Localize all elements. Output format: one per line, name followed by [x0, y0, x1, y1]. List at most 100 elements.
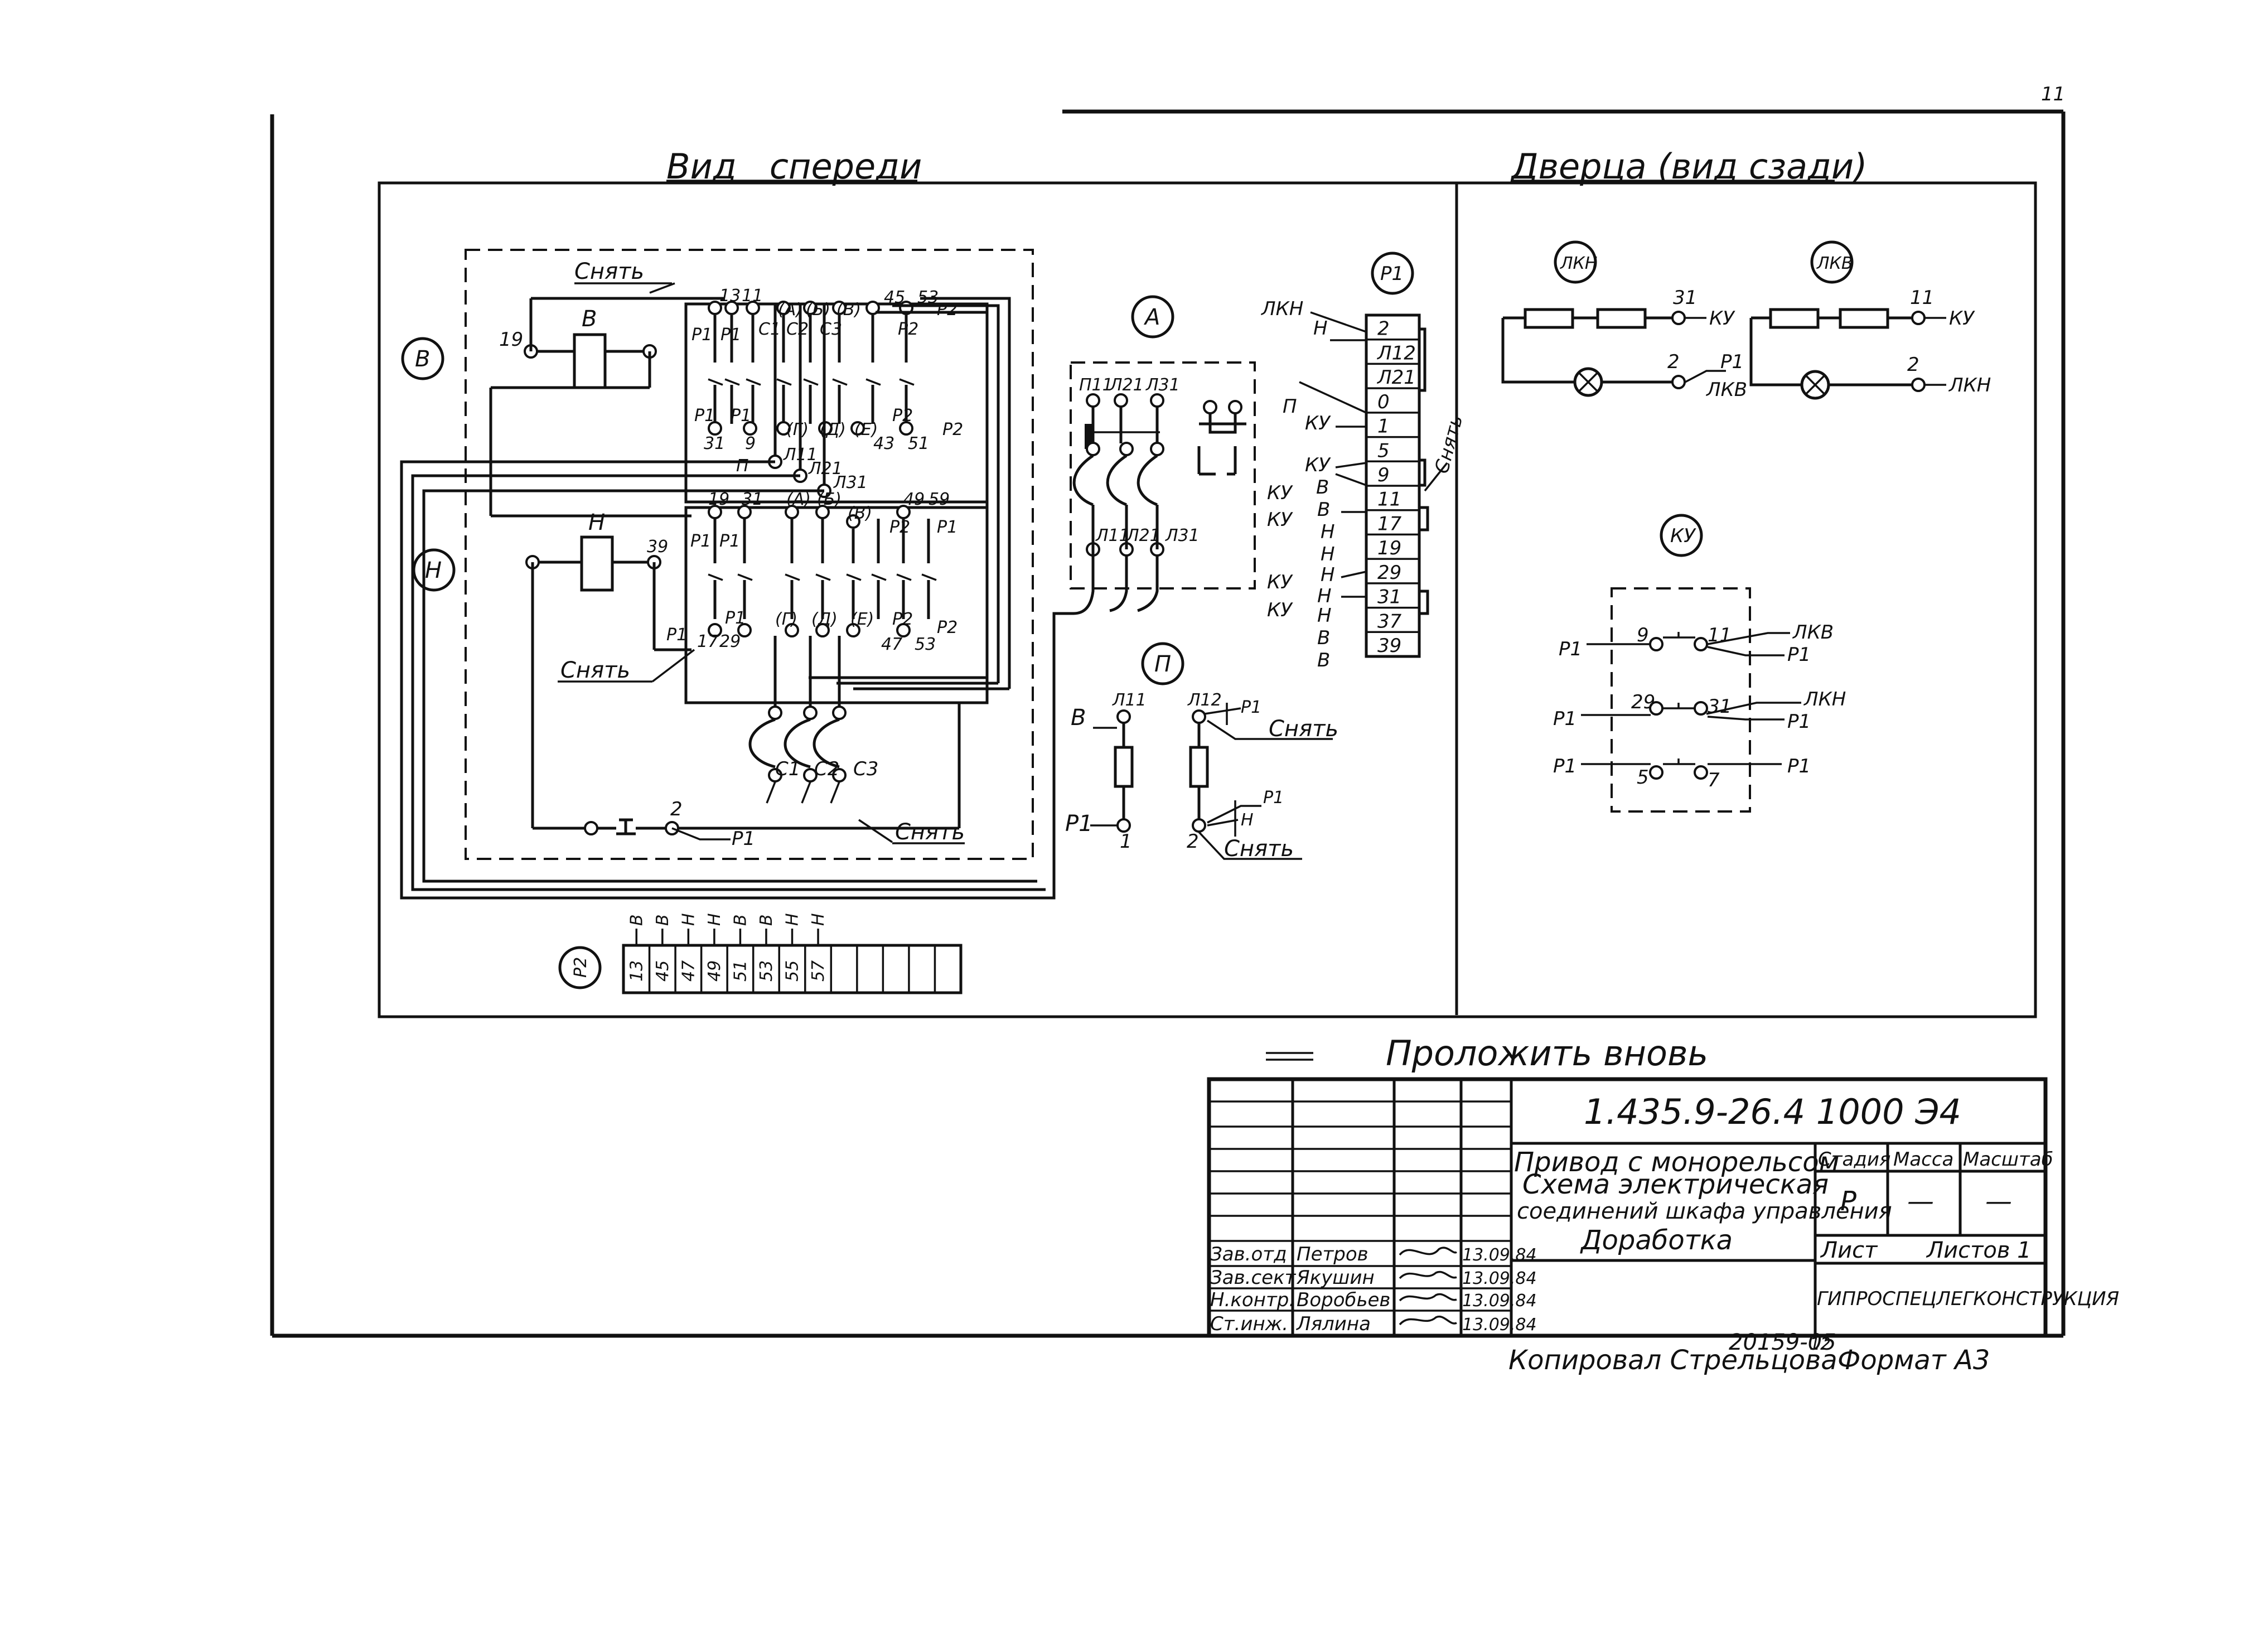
circle-n: Н: [412, 548, 456, 592]
svg-text:13: 13: [719, 286, 741, 306]
p1-row-label: Л12: [1376, 342, 1416, 364]
svg-text:П11: П11: [1079, 375, 1113, 395]
svg-text:ЛКВ: ЛКВ: [1792, 621, 1834, 644]
svg-text:Р1: Р1: [1263, 788, 1284, 808]
svg-text:Л11: Л11: [1095, 526, 1130, 545]
svg-text:П: П: [736, 456, 749, 476]
svg-text:Снять: Снять: [1224, 836, 1294, 862]
svg-text:7: 7: [1708, 769, 1720, 791]
svg-text:Р1: Р1: [1553, 755, 1577, 777]
svg-text:П: П: [1154, 651, 1171, 677]
p1-row-label: 2: [1377, 318, 1390, 340]
svg-text:С1: С1: [758, 320, 781, 339]
p1-row-label: 17: [1377, 513, 1402, 535]
svg-text:Воробьев: Воробьев: [1297, 1289, 1390, 1311]
ku-row-1: Р1 9 11 ЛКВ Р1: [1559, 621, 1834, 666]
p2-cell-label: 13: [627, 960, 646, 982]
svg-text:31: 31: [704, 434, 725, 453]
remove-label-top: Снять: [574, 259, 644, 284]
svg-text:11: 11: [742, 286, 763, 306]
drawing-frame: [378, 181, 2037, 1018]
svg-text:(А): (А): [778, 300, 802, 320]
svg-text:Р1: Р1: [937, 518, 958, 537]
svg-text:31: 31: [742, 490, 763, 509]
svg-text:Р1: Р1: [719, 532, 740, 551]
svg-text:Р2: Р2: [571, 957, 591, 978]
coil-b: В 19: [489, 297, 725, 518]
svg-text:19: 19: [708, 490, 729, 509]
svg-text:Стадия: Стадия: [1818, 1148, 1890, 1171]
svg-text:КУ: КУ: [1305, 454, 1331, 476]
svg-text:Р2: Р2: [942, 420, 963, 439]
svg-text:(Е): (Е): [850, 610, 874, 629]
p2-cell-label: 45: [653, 960, 673, 982]
svg-text:Схема электрическая: Схема электрическая: [1522, 1169, 1829, 1200]
svg-text:Зав.сект: Зав.сект: [1210, 1267, 1297, 1289]
svg-text:Л21: Л21: [1109, 375, 1144, 395]
lower-terminals: 19 31 (А) (Б) (В) 49 59 Р1 Р1 Р2 Р1 Р1 Р…: [666, 490, 958, 654]
svg-text:2: 2: [1187, 830, 1199, 853]
p2-cell-tag: В: [757, 914, 776, 926]
svg-text:В: В: [1316, 476, 1329, 499]
svg-text:Н: Н: [1321, 521, 1335, 543]
svg-text:Доработка: Доработка: [1580, 1225, 1733, 1256]
p2-cell-tag: В: [731, 914, 750, 926]
svg-text:29: 29: [719, 632, 741, 651]
svg-text:С2: С2: [814, 758, 839, 780]
svg-text:Н: Н: [1317, 605, 1332, 627]
svg-text:12: 12: [1810, 1335, 1831, 1354]
svg-text:Р1: Р1: [1380, 263, 1404, 285]
p2-cell-tag: В: [627, 914, 646, 926]
svg-text:13.09.84: 13.09.84: [1462, 1291, 1537, 1311]
p2-cell-label: 49: [705, 960, 724, 982]
svg-text:Н: Н: [588, 510, 605, 535]
svg-text:ЛКН: ЛКН: [1260, 298, 1303, 320]
block-a: А П11 Л21 Л31 Л11 Л21 Л31: [1062, 295, 1256, 615]
svg-text:ЛКН: ЛКН: [1560, 254, 1597, 273]
svg-text:1: 1: [1120, 830, 1132, 853]
title-block: 1.435.9-26.4 1000 Э4 Привод с монорельсо…: [1207, 1077, 2119, 1338]
svg-text:11: 11: [1910, 287, 1934, 309]
svg-text:Р1: Р1: [1787, 755, 1811, 777]
doc-code: 1.435.9-26.4 1000 Э4: [1584, 1091, 1961, 1132]
motor-outputs: С1 С2 С3: [748, 636, 878, 804]
p1-row-label: 11: [1377, 489, 1401, 511]
footer: Копировал Стрельцова 20159-05 12 Формат …: [1508, 1330, 1990, 1376]
svg-text:Н.контр.: Н.контр.: [1210, 1289, 1295, 1311]
svg-text:КУ: КУ: [1267, 599, 1293, 621]
svg-text:2: 2: [670, 798, 683, 820]
svg-text:Л12: Л12: [1187, 690, 1222, 710]
svg-text:Зав.отд: Зав.отд: [1210, 1243, 1287, 1265]
svg-text:Л31: Л31: [1165, 526, 1200, 545]
p1-row-label: 19: [1377, 537, 1401, 559]
svg-text:Л31: Л31: [1145, 375, 1180, 395]
svg-text:Лялина: Лялина: [1295, 1313, 1371, 1335]
ku-row-3: Р1 5 7 Р1: [1553, 755, 1811, 791]
svg-text:45: 45: [884, 288, 905, 307]
svg-text:2: 2: [1907, 354, 1919, 376]
svg-text:—: —: [1985, 1186, 2012, 1217]
svg-text:Н: Н: [425, 558, 442, 583]
svg-text:Р1: Р1: [731, 406, 751, 426]
p1-row-label: 1: [1377, 416, 1390, 438]
block-p: П В Л11 1 Р1 Л12 2 Р1 Снять Р1 Н Снять: [1065, 642, 1338, 862]
svg-text:ЛКВ: ЛКВ: [1816, 254, 1853, 273]
svg-text:Ст.инж.: Ст.инж.: [1210, 1313, 1288, 1335]
svg-text:Р1: Р1: [1787, 711, 1811, 733]
svg-text:17: 17: [697, 632, 718, 651]
svg-text:13.09.84: 13.09.84: [1462, 1245, 1537, 1265]
svg-text:(Б): (Б): [817, 490, 842, 509]
svg-text:Р2: Р2: [898, 320, 918, 339]
svg-text:39: 39: [647, 537, 668, 557]
svg-text:Р1: Р1: [725, 608, 746, 628]
svg-text:Р1: Р1: [694, 406, 715, 426]
svg-text:(Г): (Г): [786, 420, 809, 439]
legend-text: Проложить вновь: [1386, 1033, 1708, 1074]
svg-text:13.09.84: 13.09.84: [1462, 1269, 1537, 1288]
svg-text:Р2: Р2: [892, 406, 913, 426]
svg-text:Масса: Масса: [1893, 1148, 1953, 1171]
p1-row-label: 37: [1377, 610, 1402, 632]
org-name: ГИПРОСПЕЦЛЕГКОНСТРУКЦИЯ: [1817, 1288, 2119, 1310]
svg-text:В: В: [415, 346, 430, 372]
